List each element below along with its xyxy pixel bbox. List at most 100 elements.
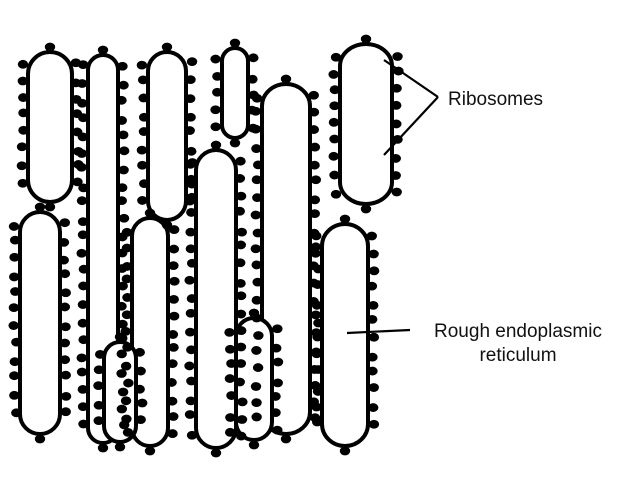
ribosome xyxy=(272,378,283,388)
ribosome xyxy=(248,440,260,450)
ribosome xyxy=(251,93,263,103)
ribosome xyxy=(339,214,351,224)
ribosome xyxy=(229,38,241,48)
ribosome xyxy=(225,413,236,422)
ribosome xyxy=(168,311,180,321)
ribosome xyxy=(116,301,127,311)
ribosome xyxy=(186,294,198,303)
ribosome xyxy=(114,332,126,342)
ribosome xyxy=(138,112,150,122)
ribosome xyxy=(93,416,104,426)
ribosome xyxy=(44,202,56,212)
ribosome xyxy=(76,149,88,158)
ribosome xyxy=(18,93,29,102)
ribosome xyxy=(168,244,180,254)
ribosome xyxy=(78,419,89,429)
ribosome xyxy=(250,124,262,134)
ribosome xyxy=(391,100,402,110)
ribosome xyxy=(224,327,235,337)
ribosome xyxy=(226,391,237,400)
ribosome xyxy=(77,402,89,412)
ribosome xyxy=(184,275,195,285)
ribosome xyxy=(137,398,148,408)
ribosome xyxy=(134,384,145,394)
rough-er-label-line1: Rough endoplasmic xyxy=(434,321,602,342)
ribosome xyxy=(251,260,262,270)
ribosome xyxy=(168,261,179,271)
ribosome xyxy=(366,231,377,241)
ribosome xyxy=(121,274,133,284)
ribosome xyxy=(308,125,320,134)
ribosome xyxy=(59,355,71,365)
ribosome xyxy=(77,217,89,227)
ribosome xyxy=(93,400,105,410)
ribosome xyxy=(310,248,321,258)
ribosome xyxy=(77,60,89,70)
ribosome xyxy=(253,331,264,340)
ribosome xyxy=(236,326,247,335)
ribosome xyxy=(186,345,197,355)
er-cisterna xyxy=(18,210,62,436)
ribosome xyxy=(360,204,372,214)
ribosome xyxy=(76,162,87,172)
ribosome xyxy=(186,430,198,440)
er-cisterna xyxy=(338,42,394,206)
ribosome xyxy=(280,74,292,84)
ribosome xyxy=(312,387,324,396)
ribosome xyxy=(169,276,180,286)
ribosome xyxy=(78,113,89,123)
ribosome xyxy=(252,228,264,238)
ribosome xyxy=(76,248,87,258)
ribosome xyxy=(44,42,56,52)
ribosome xyxy=(360,34,372,44)
ribosome xyxy=(121,243,133,253)
ribosome xyxy=(186,57,198,67)
ribosome xyxy=(235,309,247,319)
ribosome xyxy=(167,359,178,369)
ribosome xyxy=(166,396,178,406)
ribosome xyxy=(226,359,237,368)
ribosome xyxy=(185,75,196,85)
ribosome xyxy=(270,392,281,401)
ribosome xyxy=(280,434,292,444)
ribosome xyxy=(118,165,129,175)
ribosome xyxy=(18,125,29,135)
ribosome xyxy=(139,179,150,188)
ribosome xyxy=(59,338,71,348)
ribosome xyxy=(368,332,380,342)
ribosome xyxy=(309,142,321,152)
ribosome xyxy=(184,361,195,371)
ribosome xyxy=(185,396,196,406)
ribosome xyxy=(185,112,196,122)
ribosome xyxy=(77,384,89,394)
ribosome xyxy=(77,132,89,142)
ribosome xyxy=(225,344,236,354)
ribosome xyxy=(60,288,71,298)
ribosome xyxy=(161,42,173,52)
ribosome xyxy=(121,227,133,237)
ribosome xyxy=(78,183,89,193)
ribosome xyxy=(235,359,247,368)
ribosome xyxy=(184,94,196,104)
ribosome xyxy=(8,303,20,313)
ribosome xyxy=(78,264,90,274)
ribosome xyxy=(251,175,263,185)
ribosome xyxy=(250,210,262,220)
ribosome xyxy=(252,193,263,203)
ribosome xyxy=(8,321,19,330)
ribosome xyxy=(329,101,340,111)
ribosome xyxy=(76,353,87,363)
rough-er-label: Rough endoplasmic reticulum xyxy=(413,320,623,368)
ribosome xyxy=(235,342,247,352)
ribosome xyxy=(116,349,127,359)
ribosome xyxy=(17,178,28,188)
ribosome xyxy=(313,318,324,328)
ribosome xyxy=(311,417,323,427)
ribosome xyxy=(234,377,245,387)
ribosome xyxy=(339,446,351,456)
ribosome xyxy=(116,183,128,193)
ribosome xyxy=(123,378,134,388)
ribosome xyxy=(116,196,127,206)
ribosome xyxy=(122,342,133,352)
